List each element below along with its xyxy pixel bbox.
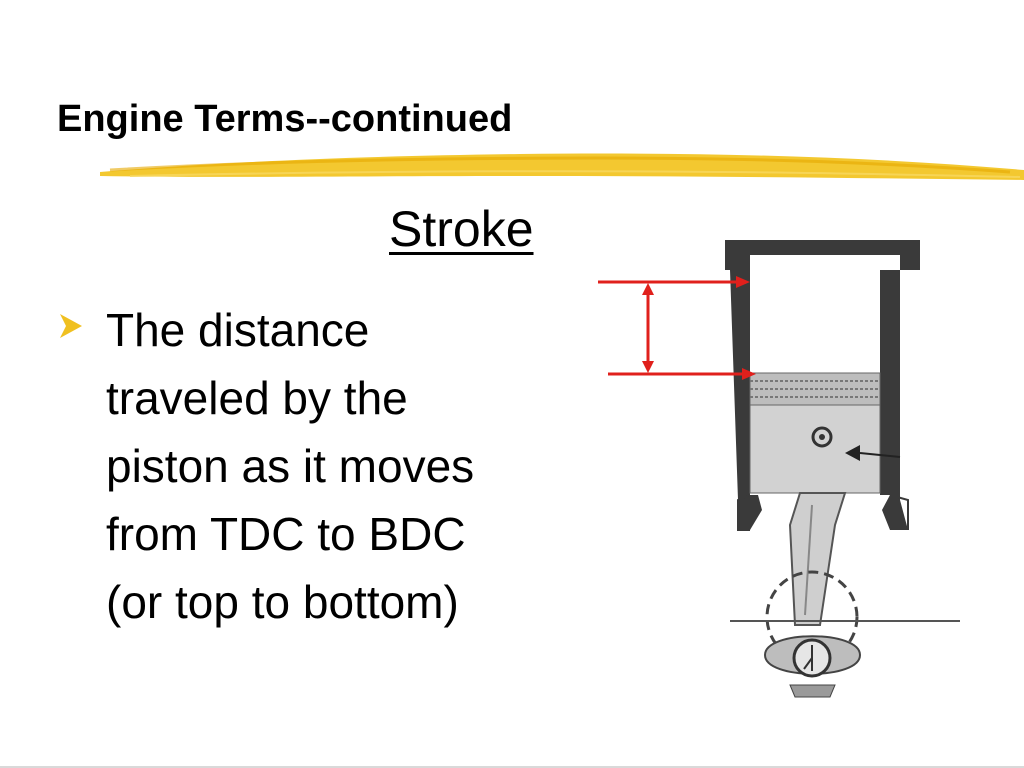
wrist-pin [811, 426, 833, 448]
slide-title: Engine Terms--continued [57, 98, 513, 140]
cylinder-right-wall [880, 270, 908, 530]
bullet-line: piston as it moves [106, 440, 475, 492]
bullet-line: (or top to bottom) [106, 576, 459, 628]
bullet-line: from TDC to BDC [106, 508, 466, 560]
bullet-arrow-icon [60, 314, 82, 338]
stroke-dimension-arrows [598, 276, 756, 380]
bullet-line: traveled by the [106, 372, 408, 424]
wrist-pin-pointer [845, 445, 860, 461]
bullet-line: The distance [106, 304, 370, 356]
connecting-rod [788, 492, 847, 626]
subheading-stroke: Stroke [389, 201, 534, 257]
piston-body [749, 404, 881, 494]
footer-rule [0, 766, 1024, 768]
cylinder-head [725, 240, 920, 270]
piston-cylinder-diagram [598, 240, 960, 698]
tdc-arrowhead [736, 276, 750, 288]
bullet-text: The distance traveled by the piston as i… [106, 296, 576, 636]
title-highlight-stroke [100, 153, 1024, 180]
bdc-arrowhead [742, 368, 756, 380]
cylinder-left-wall [730, 270, 762, 530]
